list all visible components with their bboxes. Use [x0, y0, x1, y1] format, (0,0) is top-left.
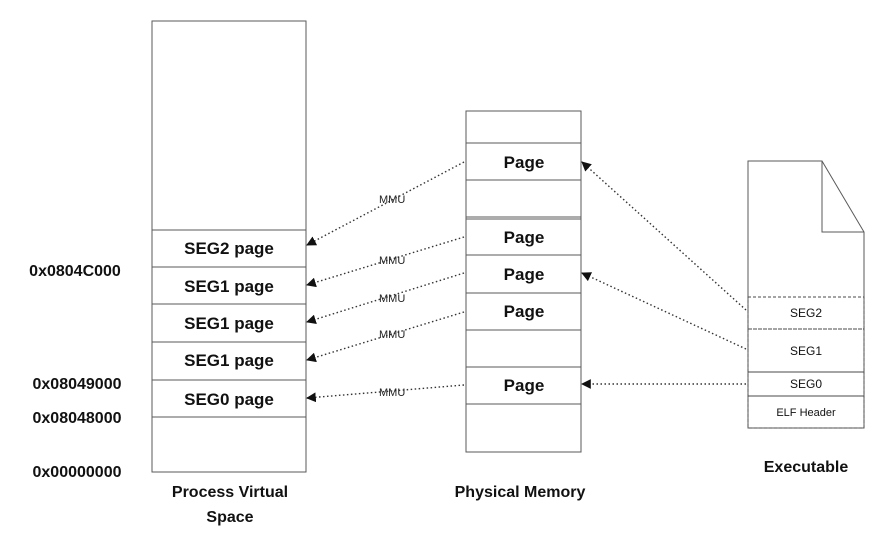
physical-page-label: Page — [504, 302, 545, 321]
virtual-space-caption-line2: Space — [206, 509, 253, 526]
load-arrows — [581, 161, 747, 389]
mmu-arrows: MMU MMU MMU MMU MMU — [306, 161, 465, 403]
mmu-arrow-seg2 — [306, 161, 465, 246]
physical-page-label: Page — [504, 153, 545, 172]
address-08049000: 0x08049000 — [33, 376, 122, 393]
mmu-label: MMU — [379, 194, 405, 206]
virtual-page-label: SEG0 page — [184, 390, 274, 409]
physical-page-5: Page — [465, 366, 582, 405]
exec-segment-label: ELF Header — [776, 407, 836, 419]
executable-file: SEG2 SEG1 SEG0 ELF Header — [747, 160, 865, 429]
physical-memory-column: Page Page Page Page Page — [465, 110, 582, 453]
physical-memory-caption: Physical Memory — [455, 484, 586, 501]
mmu-arrow-seg1-b — [306, 272, 465, 325]
virtual-page-seg0: SEG0 page — [151, 379, 307, 418]
physical-page-label: Page — [504, 228, 545, 247]
physical-page-1: Page — [465, 142, 582, 181]
virtual-page-label: SEG1 page — [184, 351, 274, 370]
mmu-label: MMU — [379, 255, 405, 267]
virtual-page-seg2: SEG2 page — [151, 229, 307, 268]
physical-page-label: Page — [504, 265, 545, 284]
load-arrow-seg2 — [581, 161, 747, 311]
captions: Process Virtual Space Physical Memory Ex… — [172, 459, 848, 526]
address-00000000: 0x00000000 — [33, 464, 122, 481]
load-arrow-seg1 — [581, 272, 747, 350]
virtual-space-caption-line1: Process Virtual — [172, 484, 288, 501]
exec-segment-label: SEG2 — [790, 306, 822, 320]
mmu-arrow-seg1-a — [306, 236, 465, 288]
address-labels: 0x0804C000 0x08049000 0x08048000 0x00000… — [29, 263, 121, 481]
virtual-page-label: SEG1 page — [184, 314, 274, 333]
exec-segment-elf-header — [747, 395, 865, 429]
virtual-page-seg1-a: SEG1 page — [151, 266, 307, 305]
mmu-arrow-seg1-c — [306, 311, 465, 363]
mmu-label: MMU — [379, 293, 405, 305]
exec-segment-label: SEG0 — [790, 377, 822, 391]
document-fold — [821, 161, 864, 233]
virtual-page-label: SEG1 page — [184, 277, 274, 296]
virtual-page-label: SEG2 page — [184, 239, 274, 258]
virtual-page-seg1-b: SEG1 page — [151, 303, 307, 343]
mmu-label: MMU — [379, 387, 405, 399]
mmu-label: MMU — [379, 329, 405, 341]
executable-caption: Executable — [764, 459, 849, 476]
virtual-page-seg1-c: SEG1 page — [151, 341, 307, 381]
address-08048000: 0x08048000 — [33, 410, 122, 427]
address-0804c000: 0x0804C000 — [29, 263, 121, 280]
virtual-space-column: SEG2 page SEG1 page SEG1 page SEG1 page … — [151, 20, 307, 473]
physical-page-label: Page — [504, 376, 545, 395]
physical-page-2: Page — [465, 218, 582, 256]
exec-segment-label: SEG1 — [790, 344, 822, 358]
physical-page-4: Page — [465, 292, 582, 331]
physical-page-3: Page — [465, 254, 582, 294]
